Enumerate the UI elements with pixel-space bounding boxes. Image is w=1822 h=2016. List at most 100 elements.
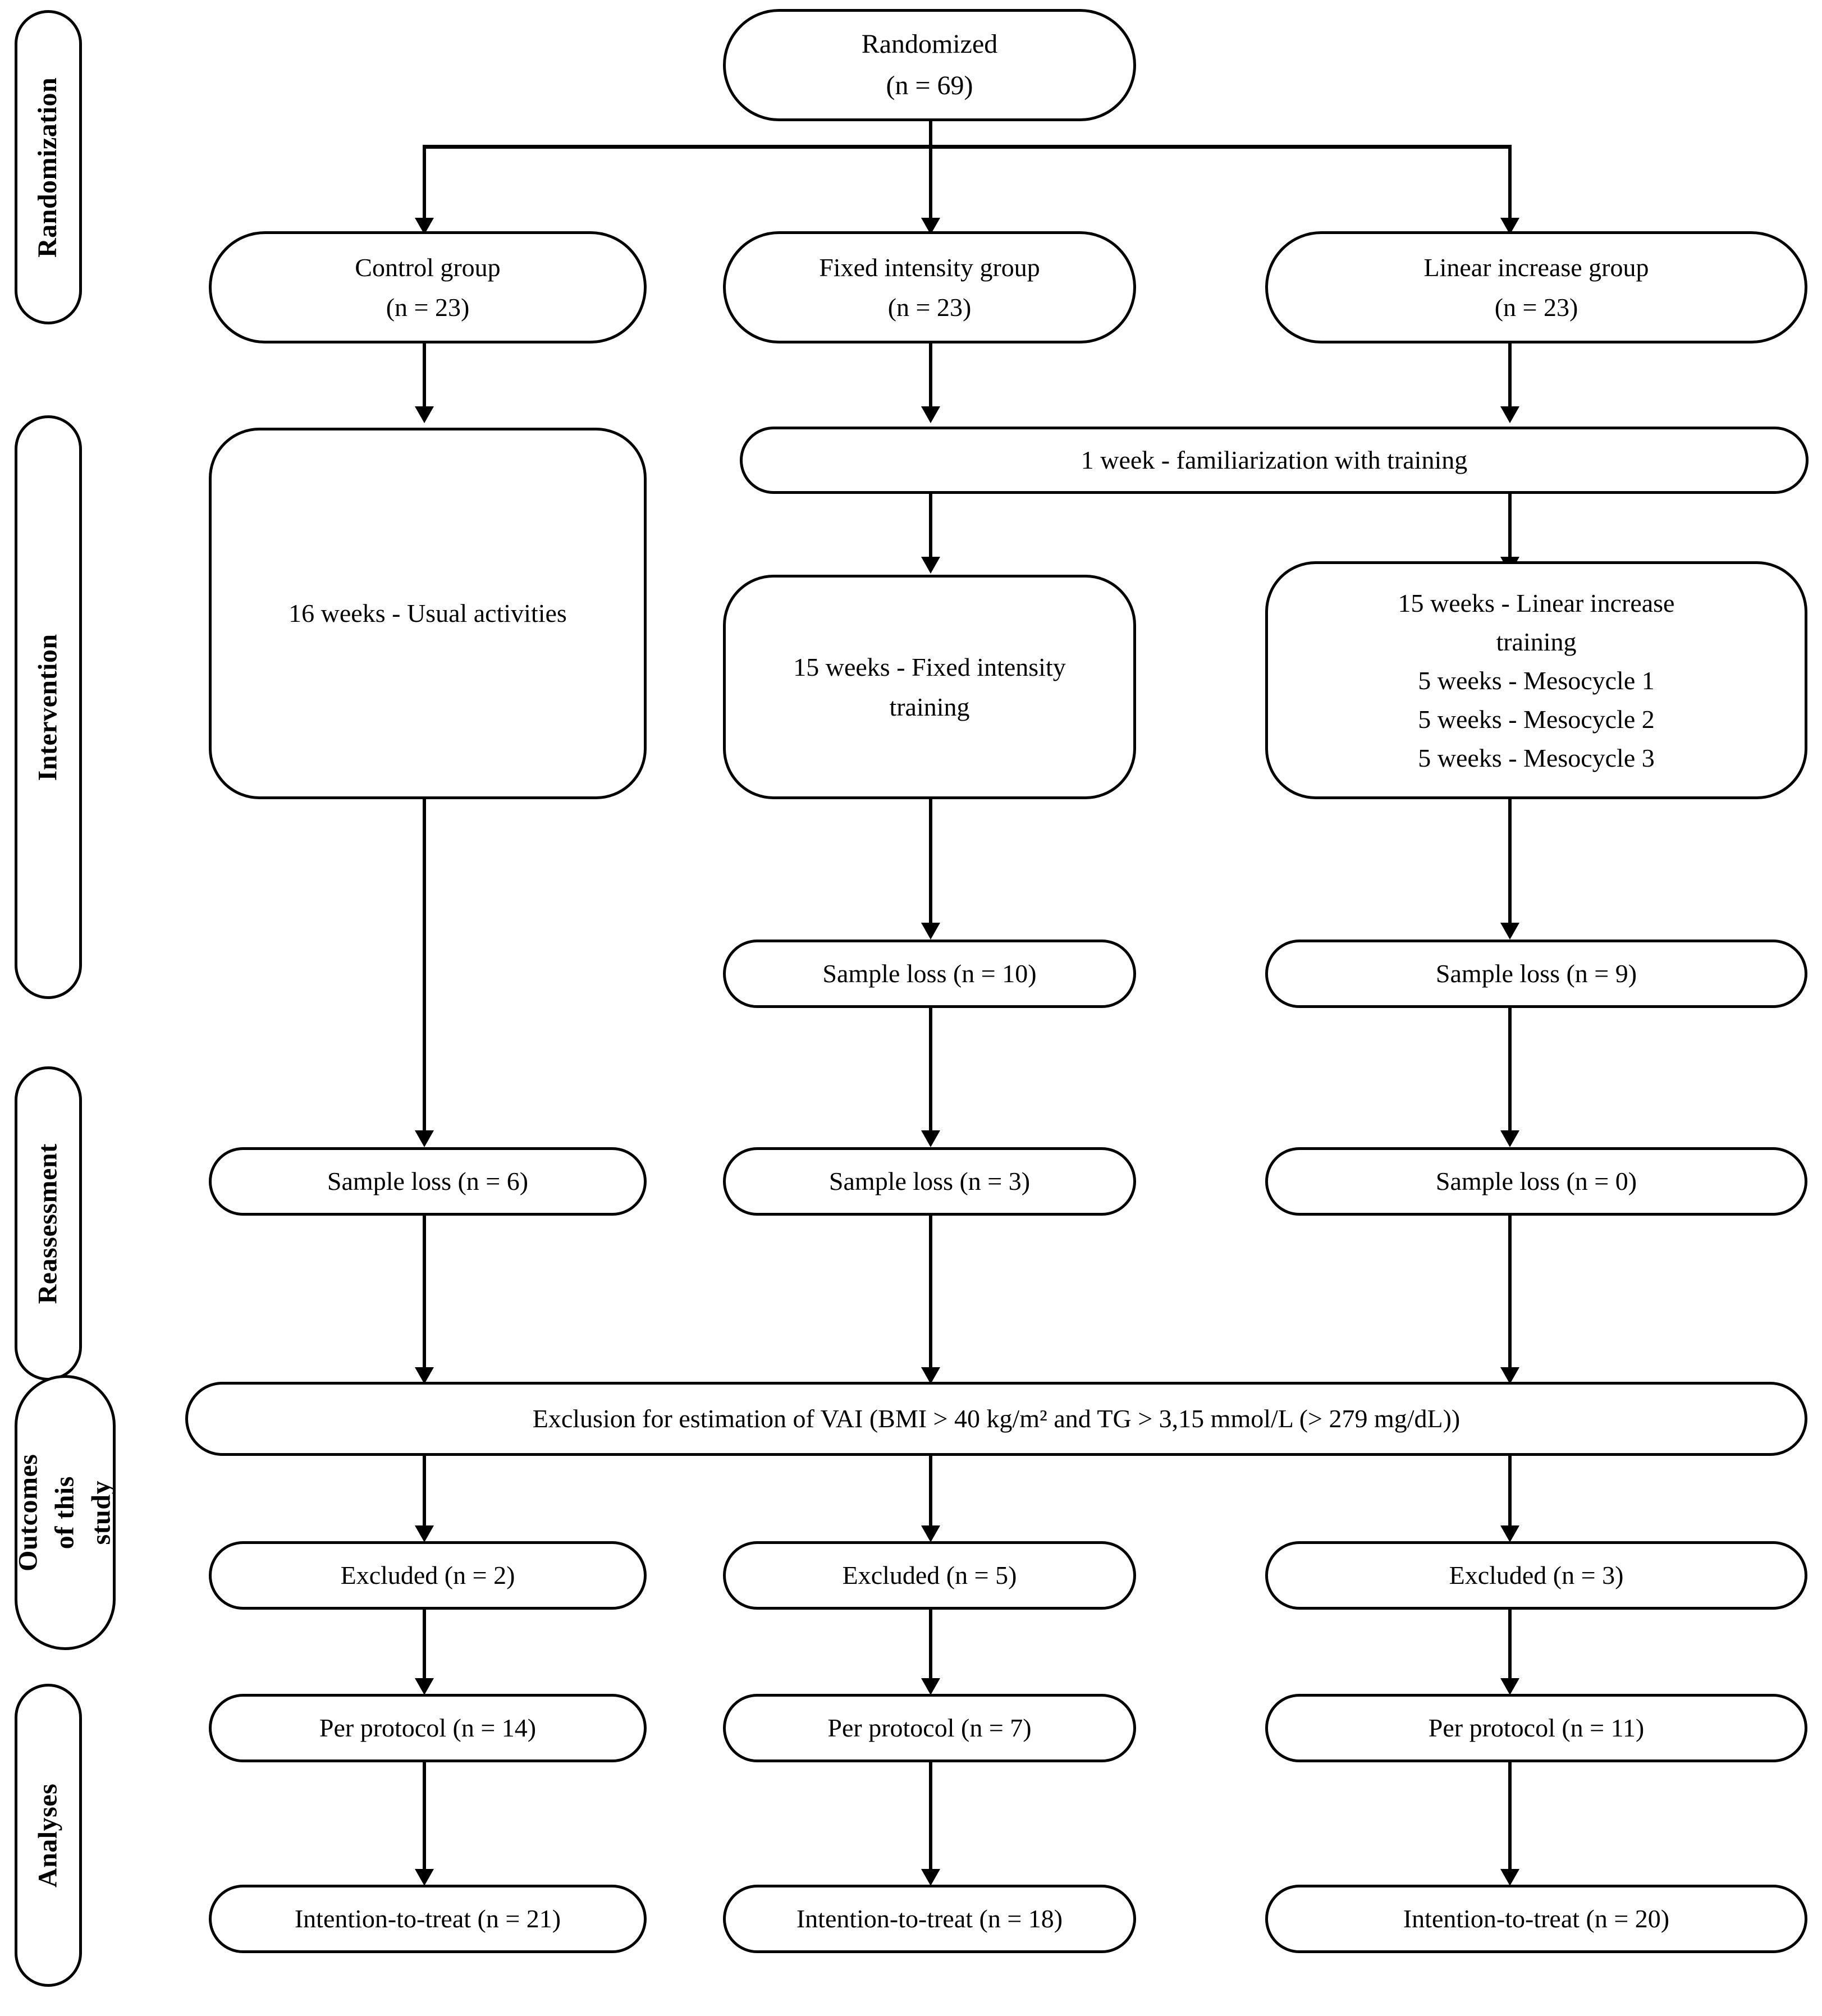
node-per-protocol-fixed[interactable]: Per protocol (n = 7) xyxy=(723,1694,1136,1762)
node-excluded-fixed[interactable]: Excluded (n = 5) xyxy=(723,1541,1136,1610)
node-sample-loss-control-reassessment[interactable]: Sample loss (n = 6) xyxy=(209,1147,647,1216)
node-intention-to-treat-linear-text: Intention-to-treat (n = 20) xyxy=(1403,1904,1670,1933)
node-sample-loss-linear-intervention[interactable]: Sample loss (n = 9) xyxy=(1265,940,1807,1008)
node-randomized[interactable]: Randomized (n = 69) xyxy=(723,9,1136,121)
arrowhead-fixed-intervention-to-sample-loss xyxy=(921,923,940,940)
node-linear-intervention-line4: 5 weeks - Mesocycle 2 xyxy=(1418,704,1655,734)
node-excluded-linear[interactable]: Excluded (n = 3) xyxy=(1265,1541,1807,1610)
arrowhead-fixed-loss-to-exclusion xyxy=(921,1367,940,1384)
connector-randomized-to-fixed xyxy=(929,63,932,223)
arrowhead-control-group-to-usual-activities xyxy=(415,406,434,423)
connector-exclusion-to-excluded-fixed xyxy=(929,1456,932,1530)
node-control-group[interactable]: Control group (n = 23) xyxy=(209,231,647,343)
node-intention-to-treat-control-text: Intention-to-treat (n = 21) xyxy=(294,1904,561,1933)
connector-fixed-intervention-to-sample-loss xyxy=(929,799,932,928)
arrowhead-control-intervention-to-sample-loss xyxy=(415,1130,434,1147)
node-linear-intervention-line1: 15 weeks - Linear increase xyxy=(1398,588,1675,617)
node-linear-intervention[interactable]: 15 weeks - Linear increase training 5 we… xyxy=(1265,561,1807,799)
arrowhead-linear-loss-to-exclusion xyxy=(1500,1367,1519,1384)
connector-familiarization-to-fixed-intervention xyxy=(929,494,932,562)
connector-per-protocol-linear-to-itt xyxy=(1508,1762,1512,1875)
connector-control-group-to-usual-activities xyxy=(423,343,426,412)
arrowhead-excluded-fixed-to-per-protocol xyxy=(921,1678,940,1695)
node-fixed-intervention[interactable]: 15 weeks - Fixed intensity training xyxy=(723,575,1136,799)
node-familiarization[interactable]: 1 week - familiarization with training xyxy=(740,427,1809,494)
stage-label-outcomes-line2: study xyxy=(86,1480,116,1545)
node-sample-loss-fixed-reassessment-text: Sample loss (n = 3) xyxy=(828,1167,1031,1196)
node-per-protocol-linear[interactable]: Per protocol (n = 11) xyxy=(1265,1694,1807,1762)
node-intention-to-treat-fixed[interactable]: Intention-to-treat (n = 18) xyxy=(723,1885,1136,1953)
node-sample-loss-fixed-intervention[interactable]: Sample loss (n = 10) xyxy=(723,940,1136,1008)
connector-fixed-group-to-familiarization xyxy=(929,343,932,412)
arrowhead-exclusion-to-excluded-linear xyxy=(1500,1525,1519,1542)
connector-fixed-loss-to-exclusion xyxy=(929,1216,932,1373)
connector-excluded-control-to-per-protocol xyxy=(423,1610,426,1684)
node-linear-intervention-line3: 5 weeks - Mesocycle 1 xyxy=(1418,666,1655,695)
node-sample-loss-fixed-reassessment[interactable]: Sample loss (n = 3) xyxy=(723,1147,1136,1216)
stage-label-randomization: Randomization xyxy=(15,10,82,324)
arrowhead-excluded-linear-to-per-protocol xyxy=(1500,1678,1519,1695)
node-familiarization-text: 1 week - familiarization with training xyxy=(1081,446,1468,475)
node-sample-loss-linear-reassessment[interactable]: Sample loss (n = 0) xyxy=(1265,1147,1807,1216)
connector-linear-loss-to-reassessment-loss xyxy=(1508,1008,1512,1136)
stage-label-randomization-text: Randomization xyxy=(33,77,63,258)
node-sample-loss-linear-reassessment-text: Sample loss (n = 0) xyxy=(1435,1167,1637,1196)
stage-label-intervention: Intervention xyxy=(15,415,82,999)
node-exclusion-vai[interactable]: Exclusion for estimation of VAI (BMI > 4… xyxy=(185,1382,1807,1456)
node-intention-to-treat-fixed-text: Intention-to-treat (n = 18) xyxy=(796,1904,1063,1933)
arrowhead-excluded-control-to-per-protocol xyxy=(415,1678,434,1695)
node-excluded-control[interactable]: Excluded (n = 2) xyxy=(209,1541,647,1610)
node-control-intervention[interactable]: 16 weeks - Usual activities xyxy=(209,428,647,799)
connector-exclusion-to-excluded-control xyxy=(423,1456,426,1530)
node-fixed-intensity-group[interactable]: Fixed intensity group (n = 23) xyxy=(723,231,1136,343)
stage-label-outcomes-line1: Outcomes of this xyxy=(13,1454,80,1571)
node-sample-loss-fixed-intervention-text: Sample loss (n = 10) xyxy=(822,959,1037,988)
node-per-protocol-control[interactable]: Per protocol (n = 14) xyxy=(209,1694,647,1762)
connector-control-loss-to-exclusion xyxy=(423,1216,426,1373)
node-linear-intervention-line2: training xyxy=(1496,627,1577,656)
arrowhead-familiarization-to-fixed-intervention xyxy=(921,557,940,574)
node-intention-to-treat-linear[interactable]: Intention-to-treat (n = 20) xyxy=(1265,1885,1807,1953)
node-linear-increase-group-line1: Linear increase group xyxy=(1423,253,1649,282)
connector-control-intervention-to-sample-loss xyxy=(423,799,426,1136)
arrowhead-exclusion-to-excluded-fixed xyxy=(921,1525,940,1542)
stage-label-analyses: Analyses xyxy=(15,1684,82,1987)
node-excluded-fixed-text: Excluded (n = 5) xyxy=(842,1561,1017,1590)
node-per-protocol-linear-text: Per protocol (n = 11) xyxy=(1428,1713,1645,1743)
arrowhead-per-protocol-fixed-to-itt xyxy=(921,1869,940,1886)
stage-label-analyses-text: Analyses xyxy=(33,1783,63,1887)
node-linear-increase-group[interactable]: Linear increase group (n = 23) xyxy=(1265,231,1807,343)
arrowhead-linear-loss-to-reassessment-loss xyxy=(1500,1130,1519,1147)
node-sample-loss-control-reassessment-text: Sample loss (n = 6) xyxy=(327,1167,529,1196)
node-fixed-intervention-line1: 15 weeks - Fixed intensity xyxy=(793,652,1066,681)
node-sample-loss-linear-intervention-text: Sample loss (n = 9) xyxy=(1435,959,1637,988)
node-randomized-line2: (n = 69) xyxy=(886,71,973,100)
arrowhead-exclusion-to-excluded-control xyxy=(415,1525,434,1542)
node-intention-to-treat-control[interactable]: Intention-to-treat (n = 21) xyxy=(209,1885,647,1953)
connector-exclusion-to-excluded-linear xyxy=(1508,1456,1512,1530)
connector-randomized-to-control xyxy=(423,145,426,223)
stage-label-reassessment: Reassessment xyxy=(15,1066,82,1381)
node-fixed-intensity-group-line1: Fixed intensity group xyxy=(819,253,1040,282)
stage-label-intervention-text: Intervention xyxy=(33,634,63,781)
connector-randomized-split xyxy=(423,145,1512,149)
node-excluded-linear-text: Excluded (n = 3) xyxy=(1449,1561,1624,1590)
arrowhead-control-loss-to-exclusion xyxy=(415,1367,434,1384)
node-linear-increase-group-line2: (n = 23) xyxy=(1494,293,1578,322)
node-excluded-control-text: Excluded (n = 2) xyxy=(340,1561,515,1590)
connector-per-protocol-control-to-itt xyxy=(423,1762,426,1875)
node-exclusion-vai-text: Exclusion for estimation of VAI (BMI > 4… xyxy=(532,1404,1461,1433)
connector-randomized-to-linear xyxy=(1508,145,1512,223)
connector-familiarization-to-linear-intervention xyxy=(1508,494,1512,562)
connector-linear-group-to-familiarization xyxy=(1508,343,1512,412)
node-control-intervention-text: 16 weeks - Usual activities xyxy=(289,599,567,628)
stage-label-outcomes-text: Outcomes of this study xyxy=(11,1454,120,1571)
connector-fixed-loss-to-reassessment-loss xyxy=(929,1008,932,1136)
arrowhead-fixed-loss-to-reassessment-loss xyxy=(921,1130,940,1147)
arrowhead-fixed-group-to-familiarization xyxy=(921,406,940,423)
arrowhead-linear-intervention-to-sample-loss xyxy=(1500,923,1519,940)
connector-excluded-linear-to-per-protocol xyxy=(1508,1610,1512,1684)
connector-excluded-fixed-to-per-protocol xyxy=(929,1610,932,1684)
stage-label-reassessment-text: Reassessment xyxy=(33,1143,63,1304)
node-fixed-intensity-group-line2: (n = 23) xyxy=(887,293,972,322)
